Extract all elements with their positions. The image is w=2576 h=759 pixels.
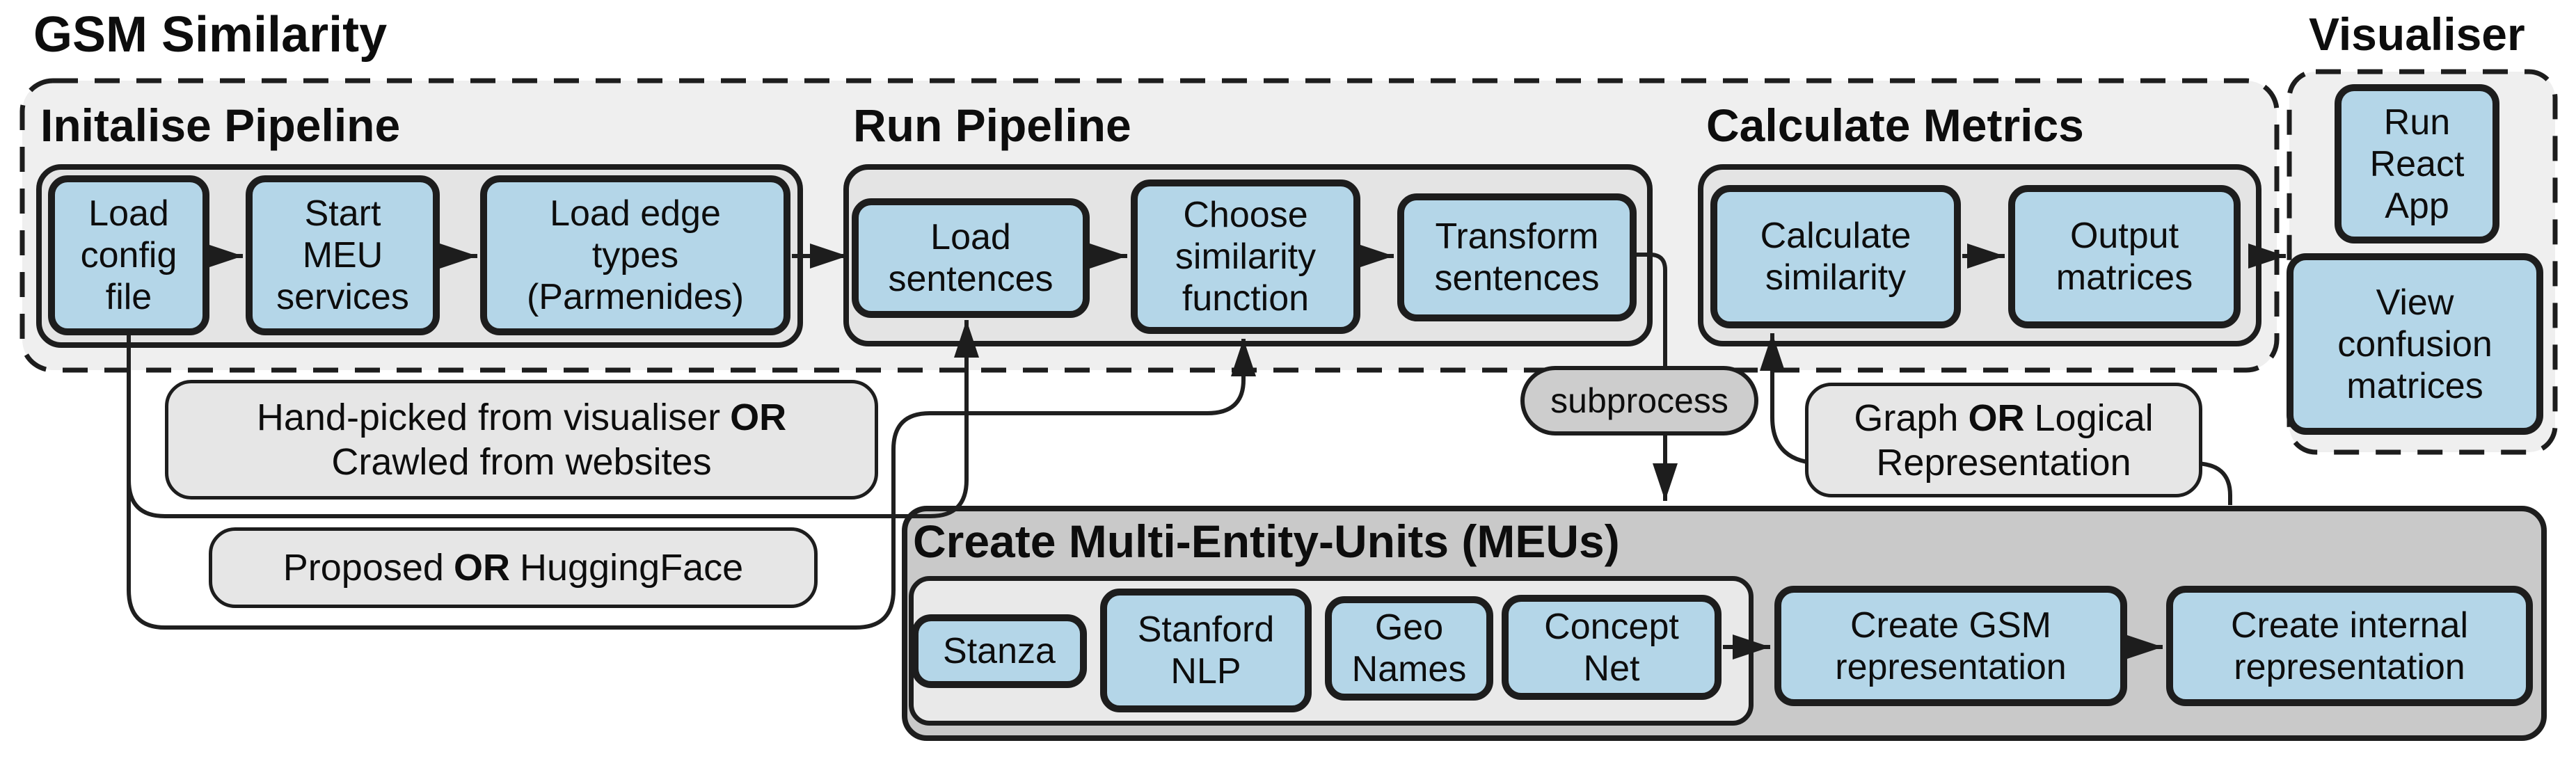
note-text: Hand-picked from visualiser (256, 397, 721, 438)
visualiser-title: Visualiser (2309, 8, 2525, 60)
note-text: HuggingFace (520, 547, 744, 589)
connector-transform-to-meu-subprocess (1637, 253, 1678, 501)
step-view-confusion-matrices: View confusion matrices (2287, 253, 2543, 435)
step-transform-sentences: Transform sentences (1397, 193, 1637, 321)
step-choose-similarity-function: Choose similarity function (1131, 179, 1360, 334)
tool-stanza: Stanza (912, 614, 1087, 688)
step-load-edge-types: Load edge types (Parmenides) (480, 175, 790, 335)
step-output-matrices: Output matrices (2008, 185, 2241, 328)
or-label: OR (1968, 397, 2025, 439)
subprocess-badge: subprocess (1520, 366, 1758, 436)
step-create-internal-representation: Create internal representation (2166, 586, 2533, 706)
or-label: OR (730, 397, 787, 438)
note-line: Crawled from websites (331, 441, 712, 483)
note-line: Representation (1876, 441, 2131, 484)
step-create-gsm-representation: Create GSM representation (1774, 586, 2127, 706)
heading-initialise-pipeline: Initalise Pipeline (40, 99, 401, 151)
heading-meu: Create Multi-Entity-Units (MEUs) (913, 516, 1620, 567)
connector-config-to-choose-similarity (127, 339, 1256, 630)
step-load-config-file: Load config file (48, 175, 209, 335)
step-start-meu-services: Start MEU services (246, 175, 440, 335)
tool-geo-names: Geo Names (1325, 596, 1493, 701)
step-run-react-app: Run React App (2335, 84, 2499, 243)
connector-config-to-load-sentences (127, 320, 979, 518)
step-load-sentences: Load sentences (852, 198, 1090, 318)
page-title: GSM Similarity (33, 7, 388, 63)
heading-run-pipeline: Run Pipeline (853, 99, 1131, 151)
note-text: Proposed (283, 547, 444, 589)
or-label: OR (453, 547, 510, 589)
tool-stanford-nlp: Stanford NLP (1100, 589, 1312, 712)
step-calculate-similarity: Calculate similarity (1710, 185, 1961, 328)
tool-concept-net: Concept Net (1502, 595, 1722, 700)
note-text: Logical (2034, 397, 2154, 439)
note-text: Graph (1854, 397, 1959, 439)
heading-calculate-metrics: Calculate Metrics (1706, 99, 2084, 151)
